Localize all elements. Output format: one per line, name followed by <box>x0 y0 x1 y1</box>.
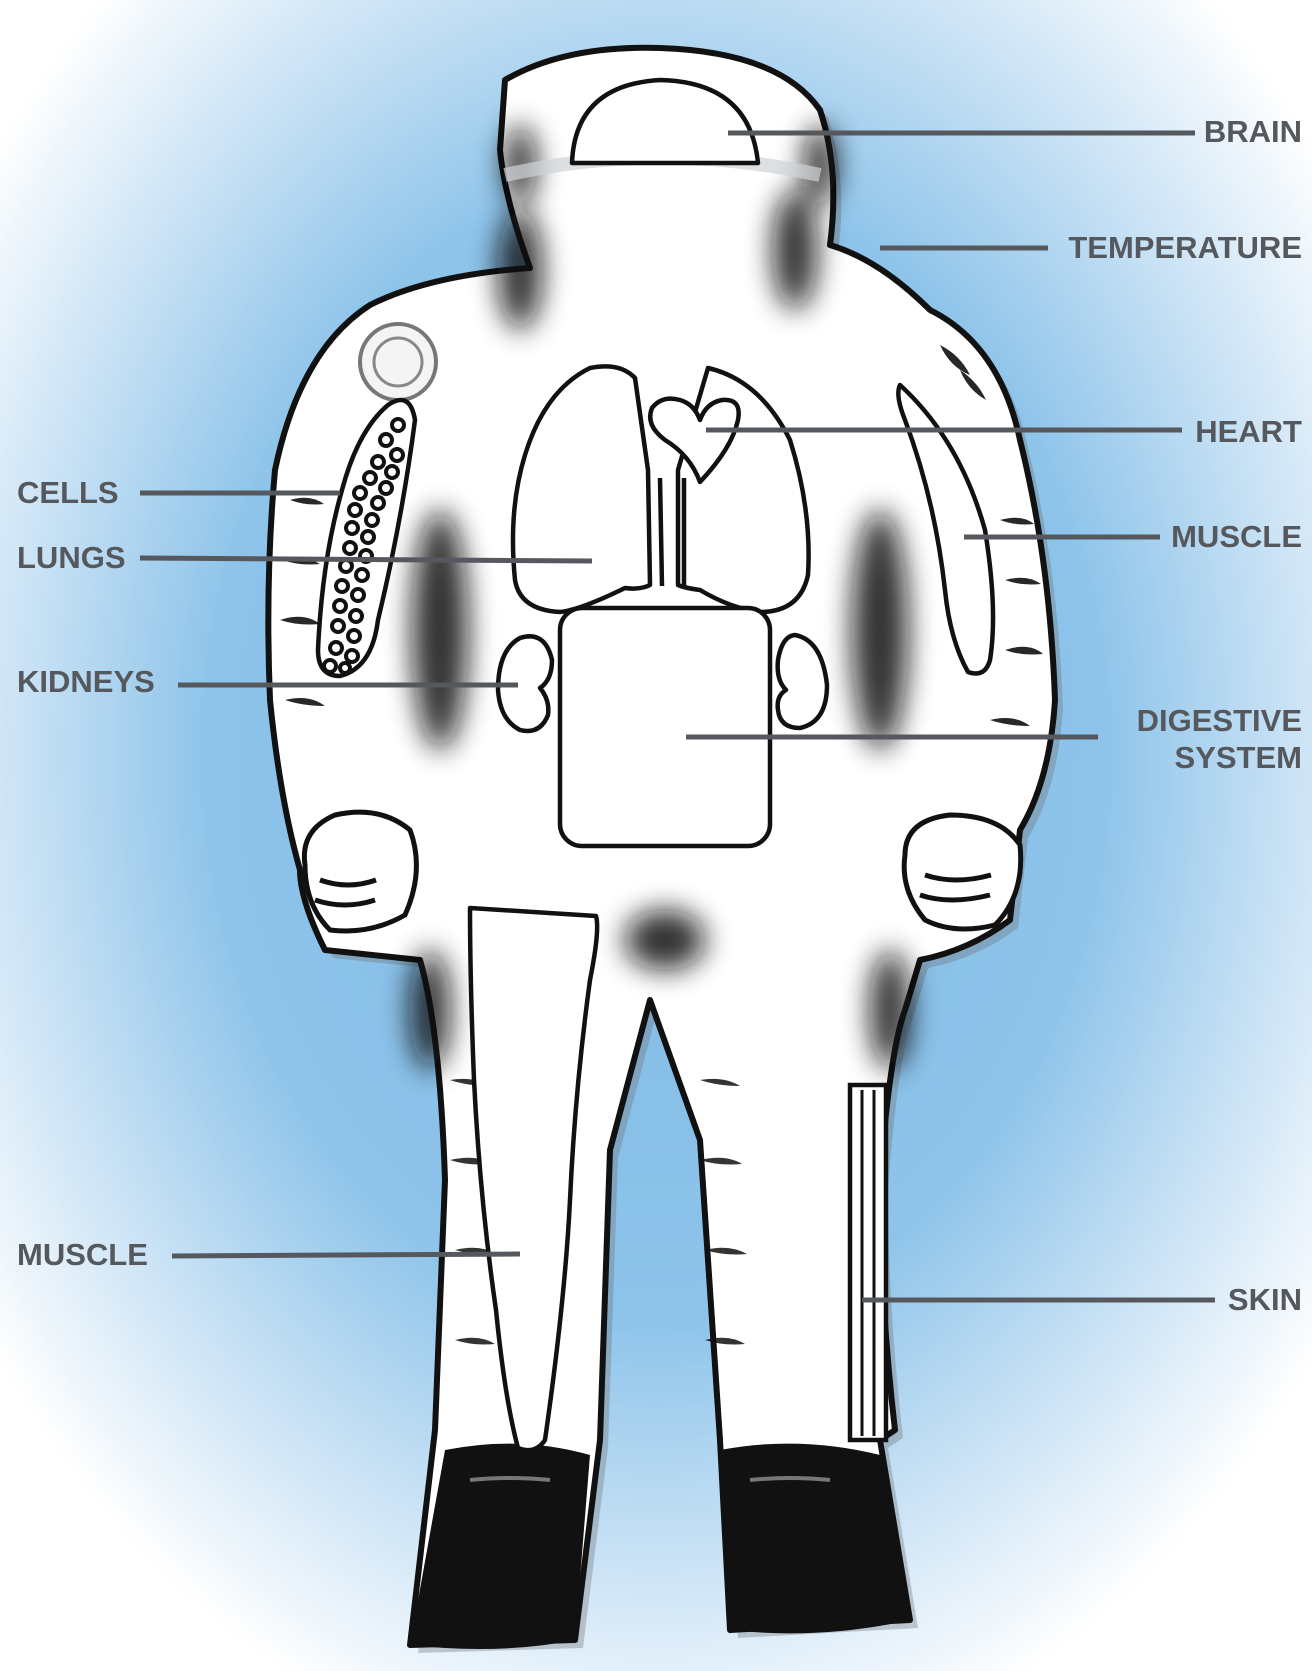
right-boot <box>720 1444 910 1634</box>
right-glove <box>904 815 1021 929</box>
digestive-system-shape <box>560 608 770 846</box>
skin-label: SKIN <box>1228 1282 1302 1317</box>
muscle-leg-label: MUSCLE <box>17 1237 148 1272</box>
digestive-label-line1: DIGESTIVE <box>1137 703 1302 738</box>
skin-strip-shape <box>850 1085 886 1440</box>
left-glove <box>304 812 416 931</box>
cells-label: CELLS <box>17 475 119 510</box>
muscle-leg-leader <box>172 1254 520 1256</box>
shoulder-patch-icon <box>360 324 436 400</box>
lungs-leader <box>140 558 592 561</box>
temperature-label: TEMPERATURE <box>1068 230 1302 265</box>
heart-label: HEART <box>1195 414 1302 449</box>
muscle-arm-label: MUSCLE <box>1171 519 1302 554</box>
lungs-label: LUNGS <box>17 540 126 575</box>
brain-label: BRAIN <box>1204 114 1302 149</box>
kidneys-label: KIDNEYS <box>17 664 155 699</box>
digestive-label-line2: SYSTEM <box>1175 740 1302 775</box>
